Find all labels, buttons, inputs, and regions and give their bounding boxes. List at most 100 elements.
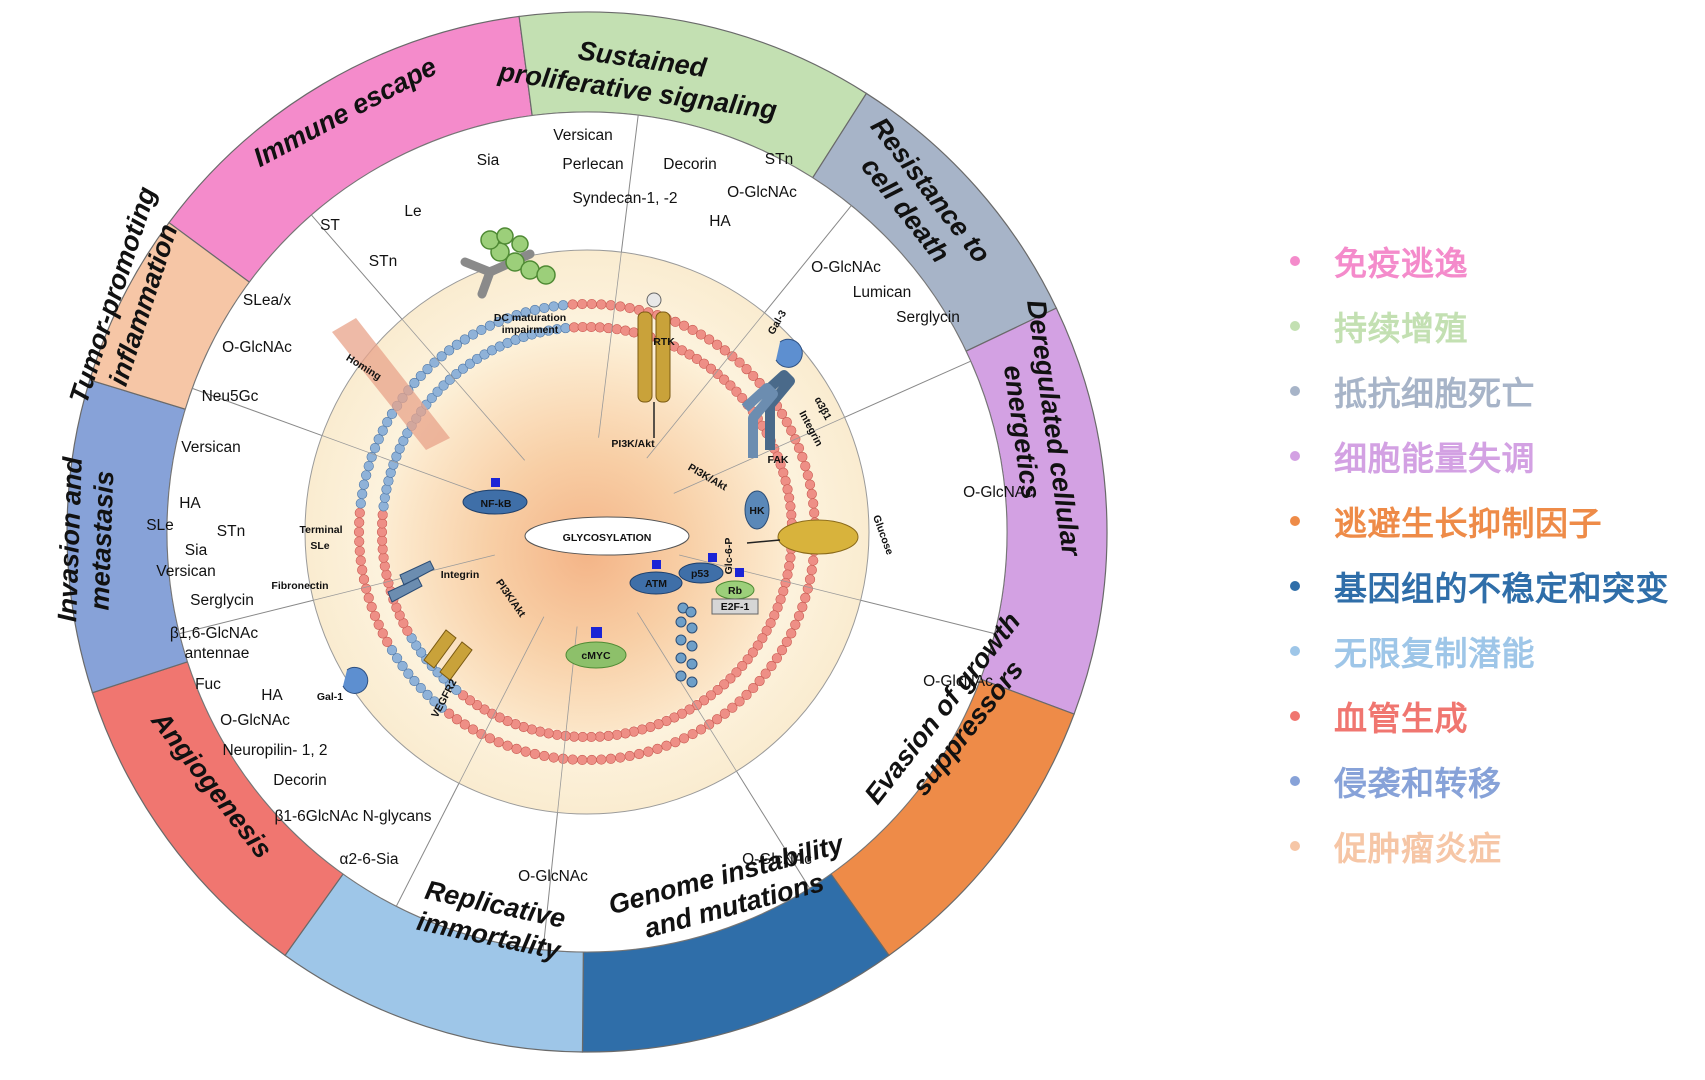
legend-item: 免疫逃逸 — [1290, 228, 1700, 293]
term-proliferative: O-GlcNAc — [727, 184, 797, 201]
legend-label: 免疫逃逸 — [1334, 243, 1468, 283]
term-invasion: Serglycin — [190, 592, 254, 609]
dc-cell-icon — [480, 227, 556, 285]
integrin-left-icon — [387, 560, 435, 603]
glucose-arrow — [746, 539, 781, 544]
term-proliferative: Perlecan — [562, 156, 623, 173]
term-angiogenesis: β1-6GlcNAc N-glycans — [274, 808, 431, 825]
cell-label: PI3K/Akt — [611, 438, 655, 450]
legend-bullet-icon — [1290, 255, 1300, 266]
term-replicative: O-GlcNAc — [518, 868, 588, 885]
cell-label: Integrin — [441, 569, 480, 581]
hk-icon — [744, 490, 770, 530]
legend-label: 基因组的不稳定和突变 — [1334, 568, 1669, 608]
legend-label: 促肿瘤炎症 — [1334, 828, 1502, 868]
cell-label: ATM — [645, 578, 667, 590]
term-death: O-GlcNAc — [811, 259, 881, 276]
term-immune: STn — [369, 253, 397, 270]
legend-item: 抵抗细胞死亡 — [1290, 358, 1700, 423]
legend-bullet-icon — [1290, 645, 1300, 656]
cell-label: Rb — [728, 585, 742, 597]
legend-item: 促肿瘤炎症 — [1290, 813, 1700, 878]
term-angiogenesis: Neuropilin- 1, 2 — [222, 742, 327, 759]
term-angiogenesis: HA — [261, 687, 283, 704]
dna-helix-icon — [675, 602, 698, 688]
term-angiogenesis: O-GlcNAc — [220, 712, 290, 729]
cell-label: SLe — [310, 540, 329, 552]
legend-label: 无限复制潜能 — [1334, 633, 1535, 673]
term-proliferative: HA — [709, 213, 731, 230]
term-energetics: O-GlcNAc — [963, 484, 1033, 501]
rb-glycan-square — [735, 568, 744, 577]
cell-label: E2F-1 — [721, 601, 750, 613]
cmyc-glycan-square — [591, 627, 602, 638]
legend-item: 血管生成 — [1290, 683, 1700, 748]
cell-label: NF-kB — [481, 498, 512, 510]
term-immune: Le — [404, 203, 421, 220]
hallmark-ring — [66, 11, 1108, 1053]
legend-label: 血管生成 — [1334, 698, 1468, 738]
legend-label: 侵袭和转移 — [1334, 763, 1502, 803]
atm-glycan-square — [652, 560, 661, 569]
term-invasion: antennae — [185, 645, 250, 662]
gal3-icon — [775, 338, 803, 368]
nfkb-icon — [462, 489, 528, 515]
p53-icon — [678, 562, 724, 584]
rtk-ligand-icon — [646, 292, 662, 308]
legend-item: 持续增殖 — [1290, 293, 1700, 358]
cell-label: p53 — [691, 568, 709, 580]
glycosylation-label: GLYCOSYLATION — [563, 532, 652, 544]
legend-bullet-icon — [1290, 710, 1300, 721]
glucose-transporter-icon — [777, 519, 859, 555]
term-death: Lumican — [853, 284, 912, 301]
legend-label: 抵抗细胞死亡 — [1334, 373, 1535, 413]
e2f1-icon — [711, 598, 759, 615]
legend: 免疫逃逸持续增殖抵抗细胞死亡细胞能量失调逃避生长抑制因子基因组的不稳定和突变无限… — [1290, 228, 1700, 878]
cell-label: Terminal — [300, 524, 343, 536]
term-invasion: β1,6-GlcNAc — [170, 625, 258, 642]
term-genome: O-GlcNAc — [742, 851, 812, 868]
p53-glycan-square — [708, 553, 717, 562]
divider-spokes — [179, 115, 995, 950]
term-invasion: Versican — [156, 563, 215, 580]
legend-bullet-icon — [1290, 320, 1300, 331]
term-immune: ST — [320, 217, 340, 234]
rtk-receptor-right — [655, 311, 671, 403]
legend-item: 基因组的不稳定和突变 — [1290, 553, 1700, 618]
glycosylation-core — [524, 516, 690, 556]
term-angiogenesis: Decorin — [273, 772, 326, 789]
cell-illustration — [332, 227, 859, 694]
atm-icon — [629, 571, 683, 595]
integrin-a3b1-icon — [758, 370, 795, 450]
cell-label: Gal-1 — [317, 691, 343, 703]
term-death: Serglycin — [896, 309, 960, 326]
legend-item: 无限复制潜能 — [1290, 618, 1700, 683]
cell-label: Fibronectin — [271, 580, 328, 592]
gal1-icon — [342, 666, 369, 694]
term-proliferative: Decorin — [663, 156, 716, 173]
cell-label: FAK — [768, 454, 789, 466]
vegfr2-icon — [423, 629, 473, 681]
term-proliferative: Syndecan-1, -2 — [572, 190, 677, 207]
legend-item: 细胞能量失调 — [1290, 423, 1700, 488]
term-proliferative: Versican — [553, 127, 612, 144]
cmyc-icon — [565, 641, 627, 669]
legend-bullet-icon — [1290, 840, 1300, 851]
legend-item: 侵袭和转移 — [1290, 748, 1700, 813]
term-invasion: Sia — [185, 542, 208, 559]
term-inflammation: Versican — [181, 439, 240, 456]
legend-bullet-icon — [1290, 775, 1300, 786]
legend-bullet-icon — [1290, 385, 1300, 396]
legend-bullet-icon — [1290, 580, 1300, 591]
term-invasion: HA — [179, 495, 201, 512]
rtk-receptor-left — [637, 311, 653, 403]
term-angiogenesis: α2-6-Sia — [340, 851, 399, 868]
segment-label-line: Invasion and — [52, 456, 88, 622]
term-invasion: STn — [217, 523, 245, 540]
term-proliferative: STn — [765, 151, 793, 168]
legend-bullet-icon — [1290, 450, 1300, 461]
cell-label: cMYC — [581, 650, 611, 662]
